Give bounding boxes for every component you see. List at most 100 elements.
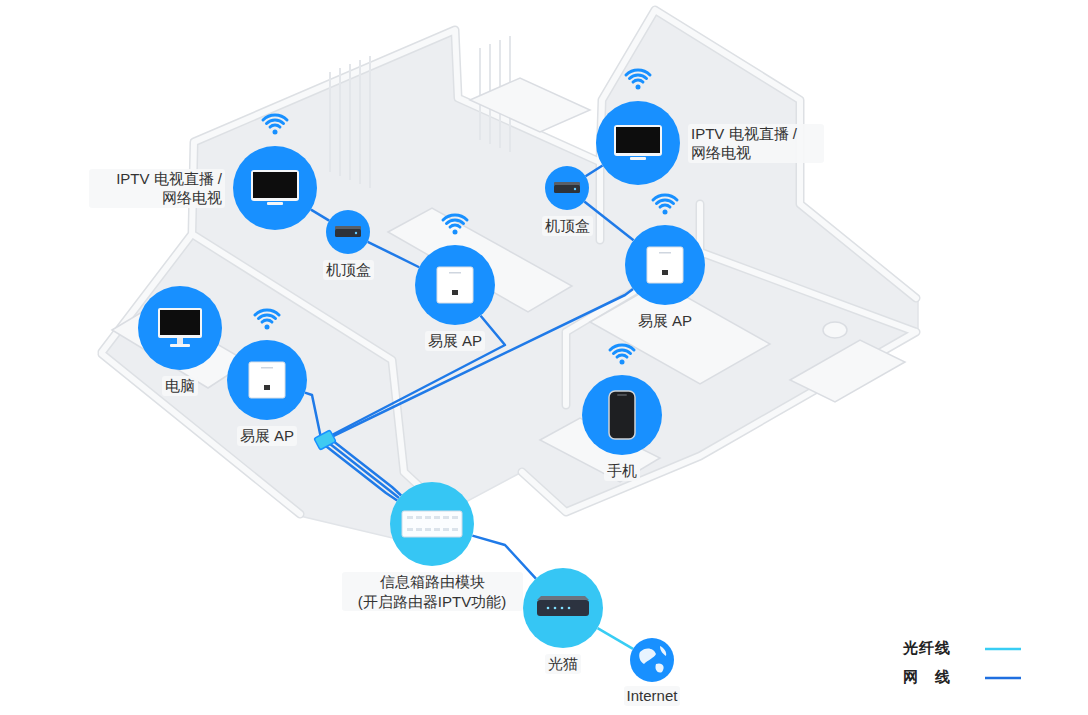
- network-cable: [586, 165, 603, 176]
- router-slot: [407, 528, 413, 531]
- panel-port: [452, 290, 458, 295]
- box-light: [355, 232, 357, 234]
- network-cable: [368, 242, 419, 267]
- circle-shape: [523, 568, 603, 648]
- node-label: 机顶盒: [323, 260, 374, 280]
- panel-port: [662, 270, 668, 275]
- internet-node: Internet: [630, 638, 674, 682]
- node-label: 机顶盒: [542, 216, 593, 236]
- router-slot: [425, 516, 431, 519]
- bathtub: [790, 340, 905, 402]
- circle-shape: [582, 375, 662, 455]
- router-slot: [425, 528, 431, 531]
- circle-shape: [415, 245, 495, 325]
- wifi-icon: [626, 70, 650, 89]
- modem-light: [547, 607, 550, 610]
- panel-port: [264, 385, 270, 390]
- legend-text: 网线: [903, 668, 950, 687]
- device-icon: [326, 210, 370, 254]
- device-circle: [138, 286, 222, 370]
- access-point-node: 易展 AP: [227, 340, 307, 420]
- box-body: [554, 185, 580, 193]
- wifi-icon: [443, 215, 467, 234]
- node-label: IPTV 电视直播 / 网络电视: [688, 124, 824, 163]
- router-panel: [402, 511, 462, 537]
- optical-modem-node: 光猫: [523, 568, 603, 648]
- router-slot: [452, 528, 458, 531]
- node-label: 易展 AP: [425, 331, 485, 351]
- network-cable: [311, 210, 329, 221]
- device-icon: [582, 375, 662, 455]
- tv-stand: [630, 157, 646, 160]
- curtain: [330, 36, 510, 188]
- router-slot: [416, 528, 422, 531]
- continent: [639, 648, 656, 664]
- device-circle: [523, 568, 603, 648]
- device-circle: [630, 638, 674, 682]
- floor: [100, 8, 918, 546]
- set-top-box-node: 机顶盒: [545, 166, 589, 210]
- circle-shape: [625, 225, 705, 305]
- router-slot: [443, 516, 449, 519]
- modem-top: [537, 596, 589, 600]
- legend-row: 网线: [903, 663, 1022, 692]
- device-circle: [227, 340, 307, 420]
- legend-line: [984, 644, 1022, 654]
- router-module-node: 信息箱路由模块 (开启路由器IPTV功能): [390, 482, 474, 566]
- junction-box: [314, 430, 336, 450]
- wall-top: [102, 10, 916, 514]
- tv-frame: [251, 170, 299, 201]
- monitor-screen: [160, 310, 200, 335]
- device-icon: [596, 101, 680, 185]
- device-icon: [233, 146, 317, 230]
- device-icon: [630, 638, 674, 682]
- device-icon: [227, 340, 307, 420]
- modem-light: [561, 607, 564, 610]
- continent: [655, 663, 663, 672]
- modem-body: [537, 600, 589, 616]
- monitor-frame: [158, 308, 202, 338]
- circle-shape: [326, 210, 370, 254]
- device-circle: [390, 482, 474, 566]
- router-slot: [407, 516, 413, 519]
- legend: 光纤线网线: [903, 634, 1022, 692]
- circle-shape: [596, 101, 680, 185]
- computer-node: 电脑: [138, 286, 222, 370]
- modem-light: [554, 607, 557, 610]
- panel-logo: [659, 252, 671, 254]
- wifi-icon: [263, 115, 287, 134]
- device-circle: [233, 146, 317, 230]
- circle-shape: [233, 146, 317, 230]
- node-label: 易展 AP: [237, 426, 297, 446]
- legend-sample: [985, 647, 1021, 650]
- circle-shape: [390, 482, 474, 566]
- router-slot: [416, 516, 422, 519]
- router-slot: [434, 516, 440, 519]
- circle-shape: [630, 638, 674, 682]
- router-slot: [434, 528, 440, 531]
- node-label: 手机: [604, 461, 640, 481]
- phone-body: [609, 391, 635, 439]
- legend-line: [984, 673, 1022, 683]
- device-circle: [596, 101, 680, 185]
- box-light: [574, 188, 576, 190]
- device-circle: [415, 245, 495, 325]
- panel: [437, 267, 473, 303]
- device-icon: [523, 568, 603, 648]
- panel: [647, 247, 683, 283]
- device-circle: [326, 210, 370, 254]
- tv-node: IPTV 电视直播 / 网络电视: [233, 146, 317, 230]
- panel: [249, 362, 285, 398]
- wifi-icon: [610, 345, 634, 364]
- device-circle: [545, 166, 589, 210]
- device-circle: [582, 375, 662, 455]
- wall-outline: [102, 10, 916, 514]
- tv-screen: [616, 127, 660, 153]
- legend-row: 光纤线: [903, 634, 1022, 663]
- legend-text: 光纤线: [903, 639, 950, 658]
- panel-logo: [449, 272, 461, 274]
- phone-node: 手机: [582, 375, 662, 455]
- wifi-icon: [255, 310, 279, 329]
